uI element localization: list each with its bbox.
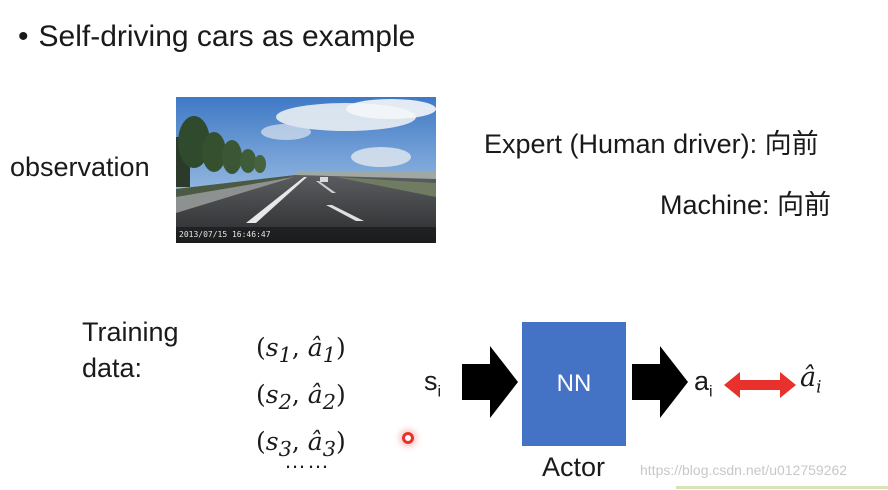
target-symbol: â <box>800 362 817 393</box>
input-state-label: si <box>424 366 441 401</box>
output-arrow-icon <box>632 346 688 423</box>
bullet-dot: • <box>18 20 29 53</box>
action-index: 2 <box>322 390 336 414</box>
input-symbol: s <box>424 366 438 396</box>
bullet-text: Self-driving cars as example <box>38 20 416 53</box>
nn-label: NN <box>556 370 592 397</box>
state-index: 3 <box>278 437 292 461</box>
bottom-divider <box>676 486 888 489</box>
training-data-label: Training data: <box>82 314 179 386</box>
action-index: 3 <box>322 437 336 461</box>
input-arrow-icon <box>462 346 518 423</box>
action-symbol: â <box>307 427 323 456</box>
watermark: https://blog.csdn.net/u012759262 <box>640 462 848 478</box>
training-label-line2: data: <box>82 353 143 383</box>
compare-arrow-icon <box>724 372 796 403</box>
output-symbol: a <box>694 366 710 396</box>
state-index: 1 <box>278 343 292 367</box>
actor-caption: Actor <box>542 452 606 482</box>
state-symbol: s <box>265 427 279 456</box>
state-symbol: s <box>265 380 279 409</box>
laser-pointer-icon <box>402 432 414 444</box>
neural-network-box: NN <box>522 322 626 446</box>
output-index: i <box>709 383 713 401</box>
training-pairs: (s1, â1) (s2, â2) (s3, â3) <box>256 328 346 469</box>
observation-label: observation <box>10 152 150 182</box>
action-symbol: â <box>307 380 323 409</box>
output-action-label: ai <box>694 366 713 401</box>
training-label-line1: Training <box>82 317 179 347</box>
target-index: i <box>816 377 822 398</box>
ellipsis: …… <box>284 448 330 473</box>
bullet-heading: • Self-driving cars as example <box>18 20 415 54</box>
training-pair: (s3, â3) <box>256 427 346 461</box>
action-index: 1 <box>322 343 336 367</box>
machine-action: Machine: 向前 <box>660 190 832 220</box>
road-photo: 2013/07/15 16:46:47 <box>176 97 436 243</box>
training-pair: (s1, â1) <box>256 333 346 367</box>
training-pair: (s2, â2) <box>256 380 346 414</box>
state-symbol: s <box>265 333 279 362</box>
action-symbol: â <box>307 333 323 362</box>
state-index: 2 <box>278 390 292 414</box>
target-action-label: âi <box>800 362 822 397</box>
photo-timestamp: 2013/07/15 16:46:47 <box>179 230 271 239</box>
expert-action: Expert (Human driver): 向前 <box>484 129 819 159</box>
input-index: i <box>437 383 442 401</box>
